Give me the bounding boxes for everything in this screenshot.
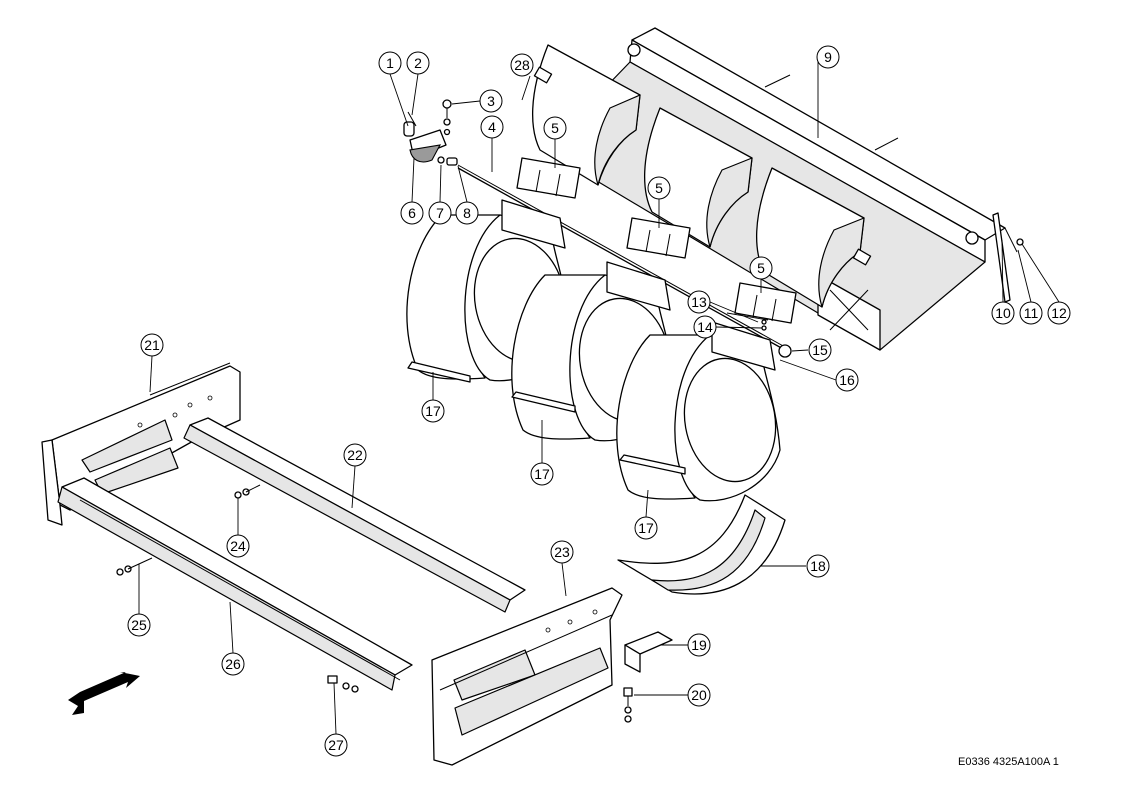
right-side-frame-part-23 xyxy=(431,587,623,766)
svg-text:22: 22 xyxy=(347,447,363,463)
left-side-frame-part-21 xyxy=(41,362,241,526)
svg-text:10: 10 xyxy=(995,305,1011,321)
svg-text:23: 23 xyxy=(554,544,570,560)
callout-22: 22 xyxy=(343,443,367,467)
callout-21: 21 xyxy=(140,333,164,357)
callout-13: 13 xyxy=(687,290,711,314)
callout-17b: 17 xyxy=(530,462,554,486)
callout-12: 12 xyxy=(1047,301,1071,325)
svg-text:7: 7 xyxy=(436,205,444,221)
svg-text:15: 15 xyxy=(812,342,828,358)
svg-text:6: 6 xyxy=(408,205,416,221)
callout-3: 3 xyxy=(479,89,503,113)
svg-text:25: 25 xyxy=(131,617,147,633)
svg-text:11: 11 xyxy=(1024,305,1039,321)
fan-wheel-2-part-17 xyxy=(511,261,676,442)
svg-text:24: 24 xyxy=(230,538,246,554)
callout-15: 15 xyxy=(808,338,832,362)
svg-text:12: 12 xyxy=(1051,305,1067,321)
callout-17c: 17 xyxy=(634,516,658,540)
svg-text:17: 17 xyxy=(425,403,441,419)
callout-28: 28 xyxy=(510,53,534,77)
callout-14: 14 xyxy=(693,315,717,339)
svg-text:4: 4 xyxy=(488,119,496,135)
callout-10: 10 xyxy=(991,301,1015,325)
fan-wheel-3-part-17 xyxy=(616,321,781,502)
svg-text:21: 21 xyxy=(144,337,160,353)
svg-text:17: 17 xyxy=(534,466,550,482)
leader-lines xyxy=(138,57,1060,735)
upper-cross-beam-part-22 xyxy=(183,417,526,613)
callout-7: 7 xyxy=(428,201,452,225)
drive-hardware xyxy=(403,99,458,166)
bolt-part-20 xyxy=(623,687,633,723)
callout-5a: 5 xyxy=(543,116,567,140)
svg-text:8: 8 xyxy=(463,205,471,221)
callout-4: 4 xyxy=(480,115,504,139)
callout-11: 11 xyxy=(1019,301,1043,325)
drawing-code: E0336 4325A100A 1 xyxy=(958,756,1059,768)
svg-text:20: 20 xyxy=(691,687,707,703)
bolt-part-24 xyxy=(234,484,261,499)
callout-24: 24 xyxy=(226,534,250,558)
svg-text:27: 27 xyxy=(328,737,344,753)
svg-text:2: 2 xyxy=(414,55,422,71)
bolt-part-27 xyxy=(327,675,359,693)
svg-text:13: 13 xyxy=(691,294,707,310)
svg-text:5: 5 xyxy=(655,180,663,196)
callout-6: 6 xyxy=(400,201,424,225)
callout-18: 18 xyxy=(806,554,830,578)
svg-text:18: 18 xyxy=(810,558,826,574)
plates-part-5 xyxy=(516,157,797,324)
callouts: 1 2 3 4 5 5 5 6 7 8 9 10 11 12 13 14 15 … xyxy=(127,45,1071,757)
svg-text:3: 3 xyxy=(487,93,495,109)
callout-9: 9 xyxy=(816,45,840,69)
svg-text:26: 26 xyxy=(225,656,241,672)
callout-5c: 5 xyxy=(749,256,773,280)
blower-boxes-part-28 xyxy=(531,44,872,308)
callout-20: 20 xyxy=(687,683,711,707)
svg-text:19: 19 xyxy=(691,637,707,653)
svg-text:9: 9 xyxy=(824,49,832,65)
callout-19: 19 xyxy=(687,633,711,657)
svg-text:5: 5 xyxy=(757,260,765,276)
svg-text:17: 17 xyxy=(638,520,654,536)
shaft-part-4 xyxy=(457,164,786,351)
lower-cross-beam-part-26 xyxy=(57,477,413,691)
curved-cover-part-18 xyxy=(617,494,786,595)
side-pieces xyxy=(992,212,1024,303)
callout-27: 27 xyxy=(324,733,348,757)
small-fittings xyxy=(726,312,792,358)
callout-5b: 5 xyxy=(647,176,671,200)
callout-2: 2 xyxy=(406,51,430,75)
callout-25: 25 xyxy=(127,613,151,637)
svg-text:14: 14 xyxy=(697,319,713,335)
callout-23: 23 xyxy=(550,540,574,564)
svg-text:1: 1 xyxy=(386,55,394,71)
svg-text:5: 5 xyxy=(551,120,559,136)
callout-16: 16 xyxy=(835,368,859,392)
callout-1: 1 xyxy=(378,51,402,75)
bracket-part-19 xyxy=(624,631,673,673)
callout-26: 26 xyxy=(221,652,245,676)
svg-text:16: 16 xyxy=(839,372,855,388)
callout-17a: 17 xyxy=(421,399,445,423)
bolt-part-25 xyxy=(116,557,153,576)
direction-arrow-icon xyxy=(68,672,140,715)
svg-text:28: 28 xyxy=(514,57,530,73)
callout-8: 8 xyxy=(455,201,479,225)
